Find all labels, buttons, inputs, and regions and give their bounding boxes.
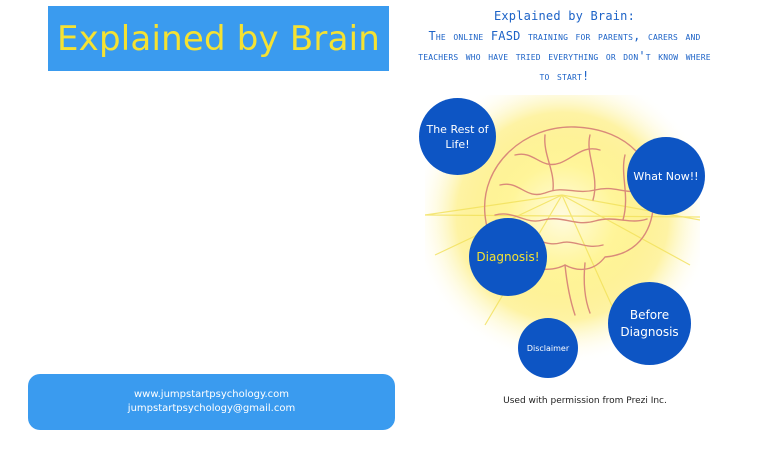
heading: Explained by Brain: The online FASD trai… <box>412 6 717 86</box>
contact-box: www.jumpstartpsychology.com jumpstartpsy… <box>28 374 395 430</box>
disclaimer-bubble[interactable]: Disclaimer <box>518 318 578 378</box>
heading-subtitle: The online FASD training for parents, ca… <box>418 29 711 83</box>
diagnosis-bubble[interactable]: Diagnosis! <box>469 218 547 296</box>
email-link[interactable]: jumpstartpsychology@gmail.com <box>127 403 296 414</box>
title-banner: Explained by Brain <box>48 6 389 71</box>
permission-note: Used with permission from Prezi Inc. <box>503 396 667 406</box>
title-text: Explained by Brain <box>56 18 380 59</box>
heading-title: Explained by Brain: <box>493 9 636 23</box>
what-now-label: What Now!! <box>633 169 699 183</box>
before-diagnosis-bubble[interactable]: Before Diagnosis <box>608 282 691 365</box>
website-link[interactable]: www.jumpstartpsychology.com <box>134 389 289 400</box>
before-diagnosis-label: Before Diagnosis <box>620 307 679 339</box>
rest-of-life-bubble[interactable]: The Rest of Life! <box>419 98 496 175</box>
rest-of-life-label: The Rest of Life! <box>426 122 489 151</box>
what-now-bubble[interactable]: What Now!! <box>627 137 705 215</box>
disclaimer-label: Disclaimer <box>526 343 570 353</box>
diagnosis-label: Diagnosis! <box>476 250 540 264</box>
